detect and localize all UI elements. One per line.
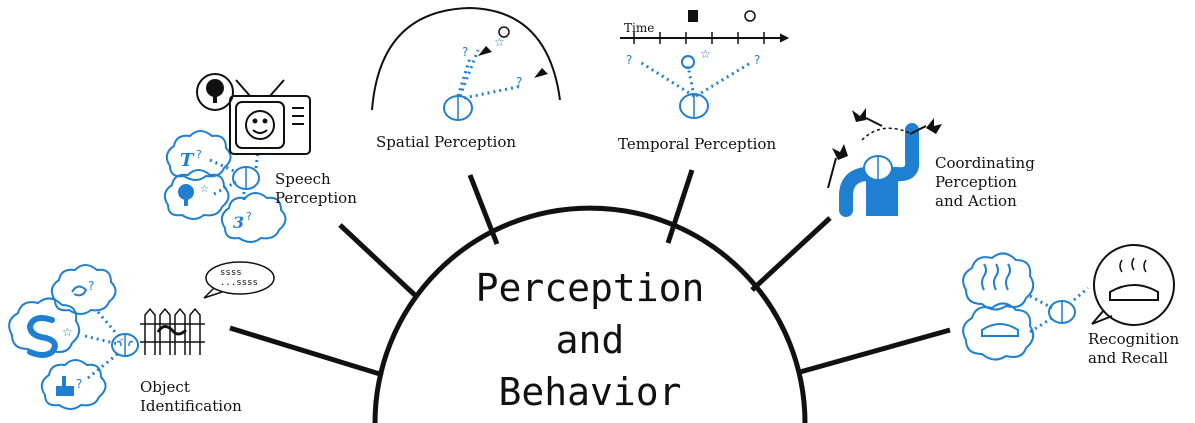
spoke-coordinating xyxy=(750,216,832,292)
spoke-spatial xyxy=(467,174,500,245)
label-object-identification: Object Identification xyxy=(140,378,242,416)
tv-icon xyxy=(229,79,311,155)
lightbulb-icon xyxy=(744,10,756,22)
speech-line: ...ssss xyxy=(220,278,258,288)
label-line: Coordinating xyxy=(935,154,1035,172)
brain-icon xyxy=(111,333,139,357)
fence-icon xyxy=(140,307,205,355)
speech-perception-illustration: T ? ☆ 3 ? xyxy=(163,73,311,243)
object-identification-illustration: ? ☆ ? xyxy=(8,261,275,410)
spoke-temporal xyxy=(665,169,695,244)
svg-text:☆: ☆ xyxy=(200,184,209,195)
torch-icon xyxy=(852,108,866,122)
pie-thought-bubble-icon xyxy=(1093,244,1175,326)
label-temporal-perception: Temporal Perception xyxy=(618,135,777,153)
svg-text:?: ? xyxy=(246,210,252,223)
thought-cloud-icon xyxy=(50,264,117,315)
bell-icon xyxy=(534,68,548,78)
label-line: Identification xyxy=(140,397,242,415)
central-semicircle xyxy=(372,205,808,423)
recognition-illustration xyxy=(962,244,1175,361)
label-line: Speech xyxy=(275,170,331,188)
snake-icon xyxy=(156,325,188,336)
speech-line: ssss xyxy=(220,268,242,278)
center-title-line1: Perception xyxy=(475,266,705,310)
svg-text:?: ? xyxy=(754,53,760,67)
coordinating-illustration xyxy=(827,108,942,217)
thought-cloud-icon xyxy=(163,169,230,220)
brain-icon xyxy=(1048,300,1076,324)
torch-icon xyxy=(926,118,942,134)
label-coordinating: Coordinating Perception and Action xyxy=(935,154,1035,211)
s-shape-icon xyxy=(26,315,58,358)
speech-bubble-text: ssss ...ssss xyxy=(220,268,258,288)
thought-cloud-icon xyxy=(40,359,107,410)
thought-cloud-icon xyxy=(962,252,1035,311)
lightbulb-icon xyxy=(498,26,510,38)
bell-icon xyxy=(688,10,698,22)
thought-bubble-tree-icon xyxy=(196,73,234,111)
svg-text:3: 3 xyxy=(233,213,244,232)
center-title-line2: and xyxy=(555,318,625,362)
label-spatial-perception: Spatial Perception xyxy=(376,133,517,151)
label-line: Object xyxy=(140,378,190,396)
center-title-line3: Behavior xyxy=(498,370,682,414)
lightbulb-icon xyxy=(681,55,695,69)
timeline-label: Time xyxy=(624,21,655,35)
svg-text:?: ? xyxy=(88,279,94,293)
thought-cloud-icon xyxy=(165,130,232,181)
label-recognition: Recognition and Recall xyxy=(1088,330,1179,368)
pie-icon xyxy=(1109,284,1159,301)
spoke-object-identification xyxy=(229,325,384,378)
svg-text:☆: ☆ xyxy=(700,47,711,61)
brain-icon xyxy=(232,166,260,190)
svg-text:T: T xyxy=(180,150,195,171)
label-line: Recognition xyxy=(1088,330,1180,348)
svg-text:?: ? xyxy=(516,75,522,89)
torch-icon xyxy=(832,144,848,160)
label-line: Perception xyxy=(275,189,357,207)
label-line: Perception xyxy=(935,173,1017,191)
svg-text:?: ? xyxy=(76,377,82,391)
svg-text:?: ? xyxy=(626,53,632,67)
thought-cloud-icon xyxy=(220,192,287,243)
spatial-arc xyxy=(371,6,561,111)
label-speech-perception: Speech Perception xyxy=(275,170,357,208)
temporal-perception-illustration: ? ? ☆ xyxy=(620,10,790,119)
bell-icon xyxy=(478,46,492,56)
spoke-speech xyxy=(338,223,420,300)
svg-text:☆: ☆ xyxy=(494,35,505,49)
label-line: and Action xyxy=(935,192,1017,210)
svg-text:☆: ☆ xyxy=(62,325,73,339)
label-line: and Recall xyxy=(1088,349,1169,367)
brain-icon xyxy=(443,95,473,121)
spatial-perception-illustration: ? ? ☆ xyxy=(371,6,561,121)
speech-bubble-icon xyxy=(205,261,275,295)
svg-text:?: ? xyxy=(196,148,202,161)
thought-cloud-icon xyxy=(962,302,1035,361)
svg-text:?: ? xyxy=(462,45,468,59)
center-title: Perception and Behavior xyxy=(440,262,740,418)
spoke-recognition xyxy=(799,327,951,375)
brain-icon xyxy=(679,93,709,119)
